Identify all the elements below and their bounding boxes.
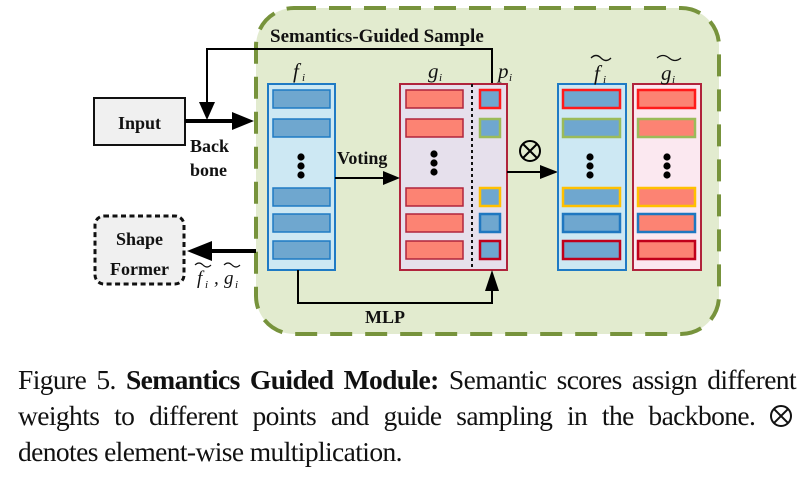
shapeformer-label-line1: Shape [116,229,163,249]
header-f-sub: i [302,72,305,84]
header-f-tilde-symbol: f [594,61,603,85]
caption-text-part1: Semantic scores assign different weights… [18,364,797,431]
header-f-tilde-sub: i [603,74,606,86]
header-f: f i [293,59,305,84]
output-label-g-tilde [223,262,241,268]
g-tilde-feature-bar [636,239,697,261]
g-tilde-feature-bar [636,88,697,110]
f-tilde-feature-bar [561,239,622,261]
p-score-square [478,117,502,139]
caption-prefix: Figure 5. [18,364,126,395]
f-tilde-feature-bar [561,88,622,110]
mlp-line [297,270,493,304]
g-tilde-feature-bars [636,88,697,261]
header-g-tilde-sub: i [672,74,675,86]
f-tilde-feature-bar [561,117,622,139]
f-tilde-feature-bar [561,212,622,234]
f-feature-bars [272,89,331,260]
p-score-square [478,186,502,208]
input-label: Input [118,113,161,133]
otimes-inline-icon [770,405,792,427]
output-label-g: g [224,268,234,289]
sample-feedback-line [206,48,493,103]
shapeformer-label-line2: Former [110,259,169,279]
p-score-square [478,239,502,261]
f-tilde-feature-bar [561,186,622,208]
mlp-label: MLP [365,307,405,327]
header-p-sub: i [509,72,512,84]
output-label-f-sub: i [205,279,208,291]
backbone-arrowhead [232,112,254,130]
figure-caption: Figure 5. Semantics Guided Module: Seman… [18,362,797,470]
g-tilde-feature-bar [636,117,697,139]
output-label-f: f [197,268,205,289]
output-arrowhead [187,241,212,261]
g-tilde-feature-bar [636,186,697,208]
output-label-sep: , [214,268,219,289]
otimes-icon [519,140,541,162]
caption-text-part2: denotes element-wise multiplication. [18,436,403,467]
f-feature-bar [272,89,331,109]
voting-arrowhead [383,171,400,185]
voting-label: Voting [337,148,387,168]
multiply-arrowhead [540,165,558,179]
backbone-label-line2: bone [190,160,227,180]
header-g-tilde: g i [656,54,682,86]
header-p-symbol: p [496,59,509,83]
caption-title: Semantics Guided Module: [125,364,439,395]
p-score-squares [478,88,502,261]
header-g-tilde-symbol: g [661,61,672,85]
header-g-symbol: g [428,59,439,83]
mlp-arrowhead [485,270,499,291]
f-feature-bar [272,187,331,207]
f-feature-bar [272,118,331,138]
g-feature-bar [405,240,464,260]
f-tilde-feature-bars [561,88,622,261]
g-column-ellipsis [430,150,438,176]
f-column-ellipsis [297,153,305,179]
g-feature-bar [405,89,464,109]
backbone-label-line1: Back [190,136,229,156]
gp-column-box [399,83,508,271]
p-score-square [478,212,502,234]
output-feature-labels: f i , g i [194,262,241,291]
output-label-f-tilde [194,262,212,268]
region-title: Semantics-Guided Sample [270,26,484,47]
f-feature-bar [272,213,331,233]
shapeformer-box [93,214,186,286]
f-feature-bar [272,240,331,260]
g-feature-bar [405,187,464,207]
g-feature-bars [405,89,464,260]
header-f-tilde: f i [590,54,612,86]
g-tilde-column-ellipsis [663,153,671,179]
f-tilde-column-ellipsis [586,153,594,179]
input-box [93,97,186,146]
header-p: p i [496,59,512,84]
output-label-g-sub: i [235,279,238,291]
g-feature-bar [405,118,464,138]
sample-feedback-arrowhead [199,102,215,120]
semantics-guided-module-diagram: Semantics-Guided Sample Input Back bone … [93,6,721,336]
header-g-sub: i [439,72,442,84]
header-g: g i [428,59,442,84]
header-f-symbol: f [293,59,302,83]
g-feature-bar [405,213,464,233]
g-tilde-feature-bar [636,212,697,234]
p-score-square [478,88,502,110]
